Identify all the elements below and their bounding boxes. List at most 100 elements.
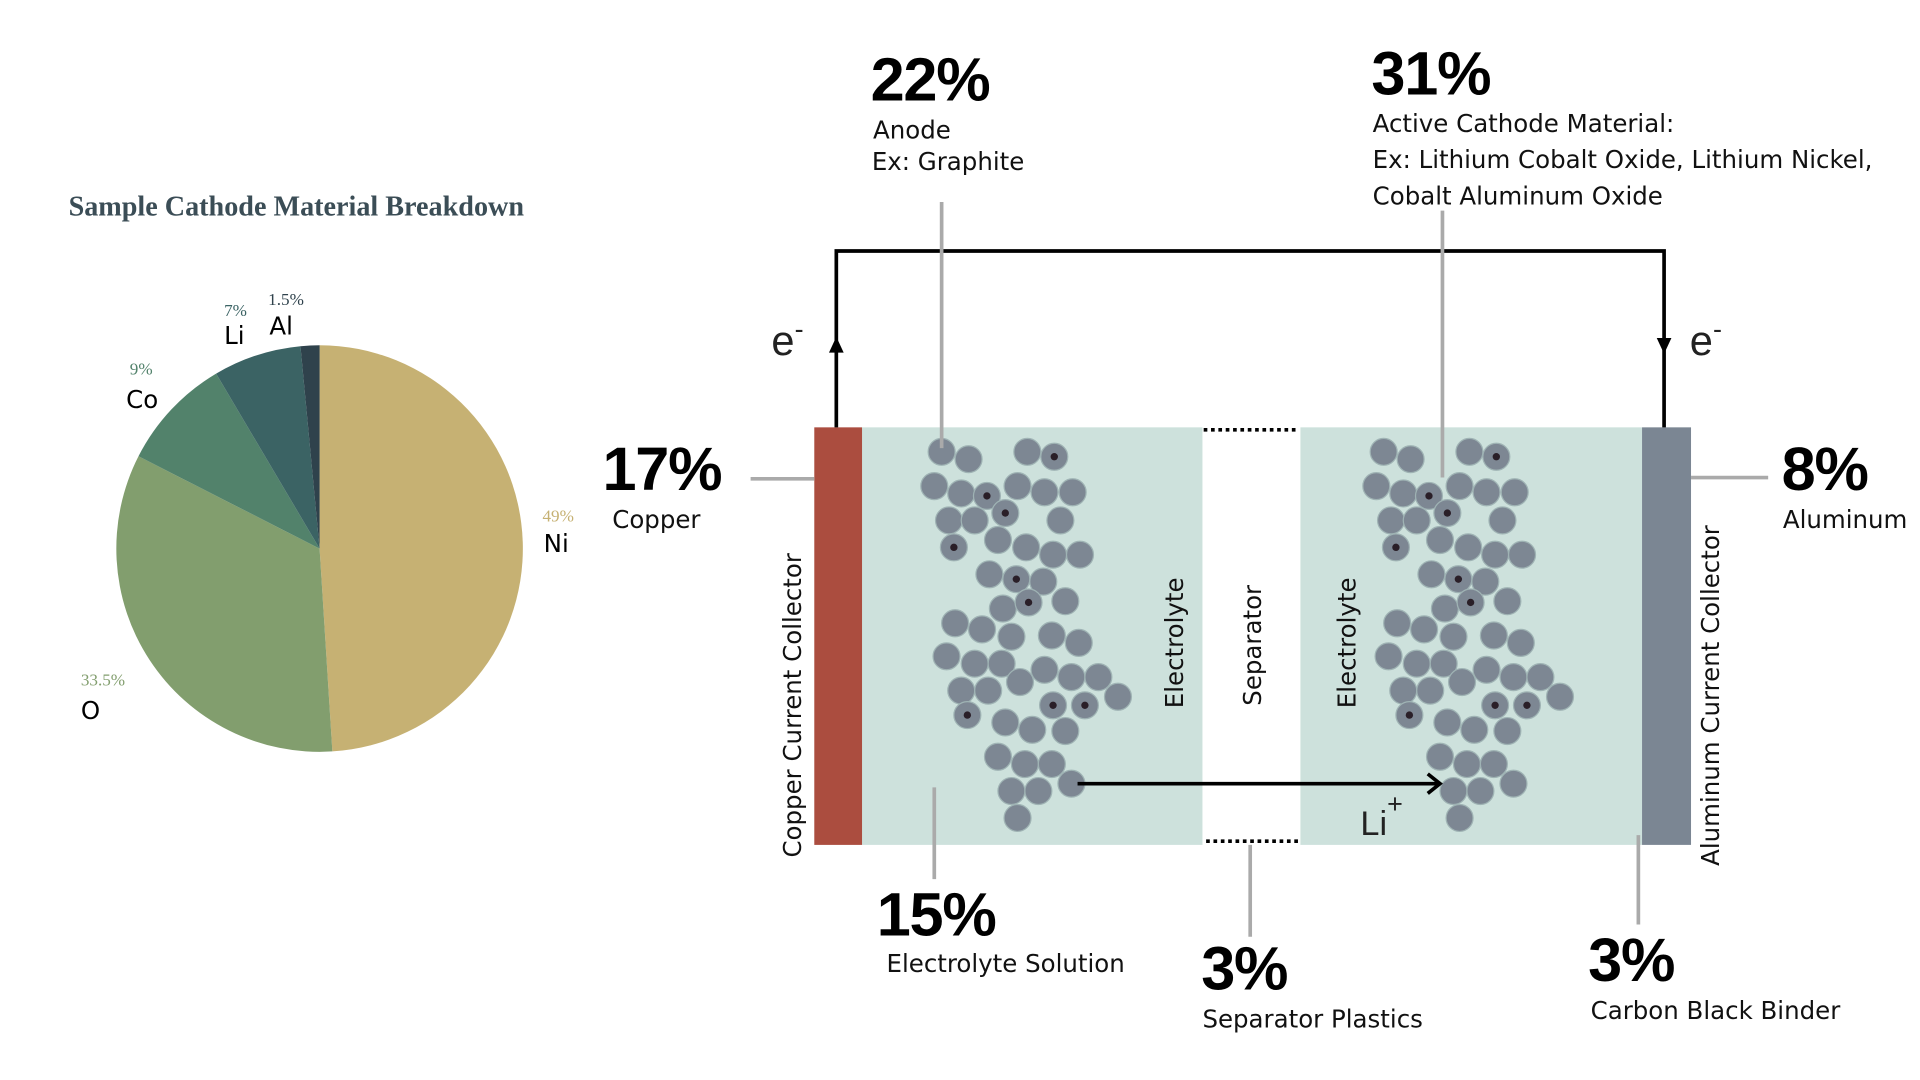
- pie-labels: 49% Ni 33.5% O 9% Co 7% Li 1.5% Al: [81, 290, 574, 725]
- cathode-particle: [1479, 750, 1508, 779]
- lithium-atom-dot: [1001, 509, 1009, 517]
- anode-example: Ex: Graphite: [872, 147, 1024, 176]
- anode-particle: [983, 742, 1013, 771]
- chart-title: Sample Cathode Material Breakdown: [69, 192, 525, 223]
- anode-particle: [947, 479, 976, 508]
- cathode-particle: [1499, 769, 1528, 798]
- pie-label-ni: Ni: [544, 529, 569, 558]
- cathode-particle: [1389, 676, 1418, 705]
- lithium-atom-dot: [983, 492, 991, 500]
- electron-label-right: e-: [1690, 314, 1722, 364]
- copper-collector-label: Copper Current Collector: [778, 552, 807, 857]
- anode-particle: [1005, 667, 1035, 697]
- lithium-atom-dot: [950, 543, 958, 552]
- anode-particle: [920, 472, 949, 501]
- lithium-atom-dot: [1392, 543, 1400, 552]
- pie-pct-ni: 49%: [542, 507, 573, 526]
- anode-particle: [1065, 540, 1095, 569]
- cathode-particle: [1439, 776, 1468, 806]
- anode-particle: [1012, 533, 1041, 562]
- anode-particle: [991, 708, 1020, 737]
- copper-pct: 17%: [602, 435, 721, 503]
- lithium-atom-dot: [1491, 701, 1499, 709]
- binder-name: Carbon Black Binder: [1591, 996, 1842, 1025]
- lithium-atom-dot: [1492, 453, 1500, 461]
- anode-particle: [1103, 682, 1133, 711]
- cathode-particle: [1383, 609, 1412, 638]
- anode-particle: [1051, 716, 1080, 746]
- pie-chart: [116, 345, 523, 752]
- anode-particle: [932, 642, 961, 671]
- separator-name: Separator Plastics: [1202, 1004, 1422, 1033]
- anode-particle: [934, 506, 964, 535]
- cathode-particle: [1429, 649, 1458, 678]
- pie-slice-al: [300, 345, 320, 549]
- anode-particle: [983, 525, 1013, 555]
- lithium-atom-dot: [963, 711, 972, 719]
- pie-label-co: Co: [126, 385, 158, 414]
- cathode-particle: [1447, 667, 1477, 697]
- anode-particle: [997, 776, 1026, 806]
- anode-particle: [1057, 663, 1086, 692]
- cathode-particle: [1369, 437, 1398, 466]
- copper-current-collector: [814, 427, 863, 845]
- cathode-particle: [1430, 594, 1459, 623]
- anode-particle: [967, 615, 997, 644]
- anode-particle: [1058, 478, 1087, 507]
- lithium-atom-dot: [1425, 492, 1433, 500]
- anode-particle: [987, 649, 1016, 678]
- pie-label-li: Li: [224, 321, 244, 350]
- anode-particle: [1010, 750, 1039, 779]
- aluminum-pct: 8%: [1782, 435, 1868, 503]
- cathode-particle: [1362, 472, 1391, 501]
- anode-particle: [1003, 803, 1032, 833]
- electron-arrow-up-icon: [828, 336, 844, 353]
- anode-particle: [975, 560, 1004, 589]
- anode-particle: [1037, 750, 1066, 779]
- pie-pct-co: 9%: [130, 360, 153, 379]
- pie-pct-li: 7%: [224, 301, 247, 320]
- anode-particle: [988, 594, 1017, 623]
- lithium-atom-dot: [1081, 701, 1089, 709]
- cathode-particle: [1452, 750, 1482, 779]
- electrolyte-left-label: Electrolyte: [1160, 577, 1189, 708]
- anode-particle: [960, 506, 989, 535]
- cathode-particle: [1410, 615, 1439, 644]
- cathode-particle: [1416, 676, 1445, 705]
- cathode-particle: [1507, 540, 1537, 569]
- anode-particle: [1084, 663, 1113, 692]
- particles: [920, 437, 1575, 833]
- cathode-particle: [1445, 472, 1474, 501]
- electrolyte-name: Electrolyte Solution: [887, 949, 1125, 978]
- cathode-particle: [1500, 478, 1529, 507]
- cathode-particle: [1425, 742, 1455, 771]
- anode-particle: [997, 622, 1026, 651]
- lithium-atom-dot: [1049, 701, 1057, 709]
- cathode-particle: [1481, 540, 1510, 569]
- anode-particle: [1064, 628, 1093, 657]
- copper-name: Copper: [612, 505, 701, 534]
- cathode-particle: [1402, 506, 1431, 535]
- pie-slice-o: [116, 456, 333, 752]
- electron-arrow-down-icon: [1656, 337, 1672, 354]
- cathode-particle: [1493, 716, 1522, 746]
- anode-name: Anode: [873, 115, 951, 144]
- anode-particle: [941, 609, 970, 638]
- cathode-particle: [1526, 663, 1555, 692]
- separator-label: Separator: [1238, 584, 1267, 706]
- cathode-particle: [1439, 622, 1468, 651]
- lithium-atom-dot: [1050, 453, 1058, 461]
- cathode-particle: [1499, 663, 1528, 692]
- cathode-particle: [1472, 655, 1501, 684]
- cathode-particle: [1493, 587, 1522, 616]
- pie-pct-o: 33.5%: [81, 671, 125, 690]
- anode-particle: [1037, 621, 1066, 650]
- cathode-particle: [1445, 803, 1474, 833]
- lithium-atom-dot: [1024, 598, 1033, 607]
- lithium-ion-label: Li+: [1360, 789, 1402, 843]
- lithium-atom-dot: [1466, 598, 1475, 607]
- anode-particle: [1003, 472, 1032, 501]
- anode-particle: [1030, 655, 1059, 684]
- cathode-particle: [1433, 708, 1462, 737]
- anode-particle: [1030, 478, 1059, 507]
